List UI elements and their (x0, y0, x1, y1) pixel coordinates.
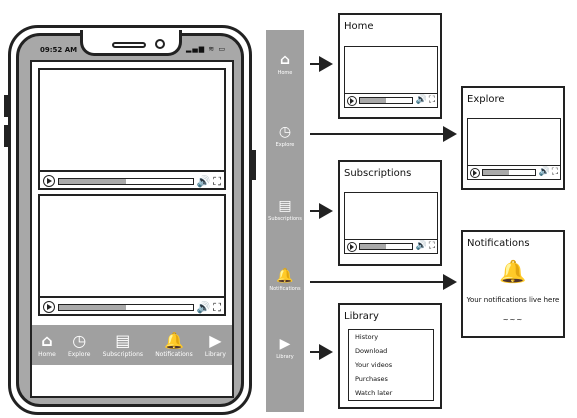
nav-item-label: Explore (275, 142, 295, 148)
phone-side-button-left-lower (4, 125, 8, 147)
card-title: Library (344, 311, 379, 322)
explore-screen-card: Explore 🔊 ⛶ (461, 86, 565, 190)
bell-icon: 🔔 (276, 268, 294, 284)
tab-explore[interactable]: ◷ Explore (67, 330, 91, 358)
nav-item-label: Subscriptions (268, 216, 302, 222)
status-icons: ▂▄▆ ≋ ▭ (186, 45, 227, 53)
play-icon[interactable] (347, 241, 357, 252)
progress-bar[interactable] (58, 303, 194, 311)
play-icon[interactable] (470, 167, 480, 178)
tab-home[interactable]: ⌂ Home (38, 330, 56, 358)
nav-item-label: Notifications (269, 286, 301, 292)
player-controls: 🔊 ⛶ (40, 170, 224, 190)
fullscreen-icon[interactable]: ⛶ (551, 167, 558, 177)
bottom-tab-bar: ⌂ Home ◷ Explore ▤ Subscriptions 🔔 Notif… (32, 325, 232, 365)
notifications-screen-card: Notifications 🔔 Your notifications live … (461, 230, 565, 338)
library-icon: ▶ (209, 330, 222, 350)
library-icon: ▶ (279, 336, 291, 352)
bell-icon: 🔔 (499, 260, 527, 285)
volume-icon[interactable]: 🔊 (415, 241, 427, 251)
compass-icon: ◷ (278, 124, 292, 140)
home-screen-card: Home 🔊 ⛶ (338, 13, 442, 119)
subscriptions-icon: ▤ (115, 330, 131, 350)
progress-bar[interactable] (58, 177, 194, 185)
phone-side-button-right (252, 150, 256, 180)
card-title: Subscriptions (344, 168, 412, 179)
video-player-2[interactable]: 🔊 ⛶ (38, 194, 226, 316)
compass-icon: ◷ (72, 330, 87, 350)
tab-notifications[interactable]: 🔔 Notifications (155, 330, 193, 358)
home-icon: ⌂ (41, 330, 53, 350)
progress-bar[interactable] (359, 243, 414, 250)
nav-item-home[interactable]: ⌂ Home (266, 52, 304, 76)
fullscreen-icon[interactable]: ⛶ (213, 300, 221, 314)
player-controls: 🔊 ⛶ (345, 239, 437, 253)
fullscreen-icon[interactable]: ⛶ (213, 174, 221, 188)
phone-speaker (112, 42, 146, 48)
video-player[interactable]: 🔊 ⛶ (344, 46, 438, 108)
video-player[interactable]: 🔊 ⛶ (467, 118, 561, 180)
card-title: Explore (467, 94, 505, 105)
video-player[interactable]: 🔊 ⛶ (344, 192, 438, 254)
nav-item-label: Library (276, 354, 294, 360)
progress-fill (360, 244, 387, 249)
nav-item-explore[interactable]: ◷ Explore (266, 124, 304, 148)
camera-icon (155, 39, 165, 49)
nav-item-label: Home (277, 70, 293, 76)
subscriptions-screen-card: Subscriptions 🔊 ⛶ (338, 160, 442, 266)
progress-fill (483, 170, 510, 175)
player-controls: 🔊 ⛶ (40, 296, 224, 316)
progress-bar[interactable] (359, 97, 414, 104)
library-item-download[interactable]: Download (355, 347, 388, 355)
home-icon: ⌂ (279, 52, 291, 68)
volume-icon[interactable]: 🔊 (196, 174, 211, 188)
tab-label: Explore (67, 350, 91, 358)
tab-label: Subscriptions (102, 350, 144, 358)
library-list: History Download Your videos Purchases W… (348, 329, 434, 401)
nav-item-library[interactable]: ▶ Library (266, 336, 304, 360)
player-controls: 🔊 ⛶ (468, 165, 560, 179)
progress-bar[interactable] (482, 169, 537, 176)
phone-side-button-left (4, 95, 8, 117)
tab-library[interactable]: ▶ Library (204, 330, 226, 358)
volume-icon[interactable]: 🔊 (415, 95, 427, 105)
video-player-1[interactable]: 🔊 ⛶ (38, 68, 226, 190)
subscriptions-icon: ▤ (278, 198, 292, 214)
progress-fill (360, 98, 387, 103)
library-item-your-videos[interactable]: Your videos (355, 361, 393, 369)
library-item-history[interactable]: History (355, 333, 379, 341)
play-icon[interactable] (43, 175, 55, 187)
volume-icon[interactable]: 🔊 (196, 300, 211, 314)
library-item-purchases[interactable]: Purchases (355, 375, 388, 383)
nav-item-subscriptions[interactable]: ▤ Subscriptions (266, 198, 304, 222)
fullscreen-icon[interactable]: ⛶ (428, 95, 435, 105)
volume-icon[interactable]: 🔊 (538, 167, 550, 177)
tab-subscriptions[interactable]: ▤ Subscriptions (102, 330, 144, 358)
library-screen-card: Library History Download Your videos Pur… (338, 303, 442, 409)
play-icon[interactable] (347, 95, 357, 106)
play-icon[interactable] (43, 301, 55, 313)
nav-item-notifications[interactable]: 🔔 Notifications (266, 268, 304, 292)
fullscreen-icon[interactable]: ⛶ (428, 241, 435, 251)
tab-label: Library (204, 350, 226, 358)
nav-strip (266, 30, 304, 412)
notifications-placeholder: ~~~ (502, 316, 524, 324)
bell-icon: 🔔 (164, 330, 184, 350)
tab-label: Home (38, 350, 56, 358)
player-controls: 🔊 ⛶ (345, 93, 437, 107)
progress-fill (59, 304, 126, 310)
status-time: 09:52 AM (40, 46, 78, 54)
tab-label: Notifications (155, 350, 193, 358)
card-title: Notifications (467, 238, 530, 249)
card-title: Home (344, 21, 374, 32)
library-item-watch-later[interactable]: Watch later (355, 389, 393, 397)
notifications-empty-message: Your notifications live here (466, 296, 560, 304)
progress-fill (59, 178, 126, 184)
